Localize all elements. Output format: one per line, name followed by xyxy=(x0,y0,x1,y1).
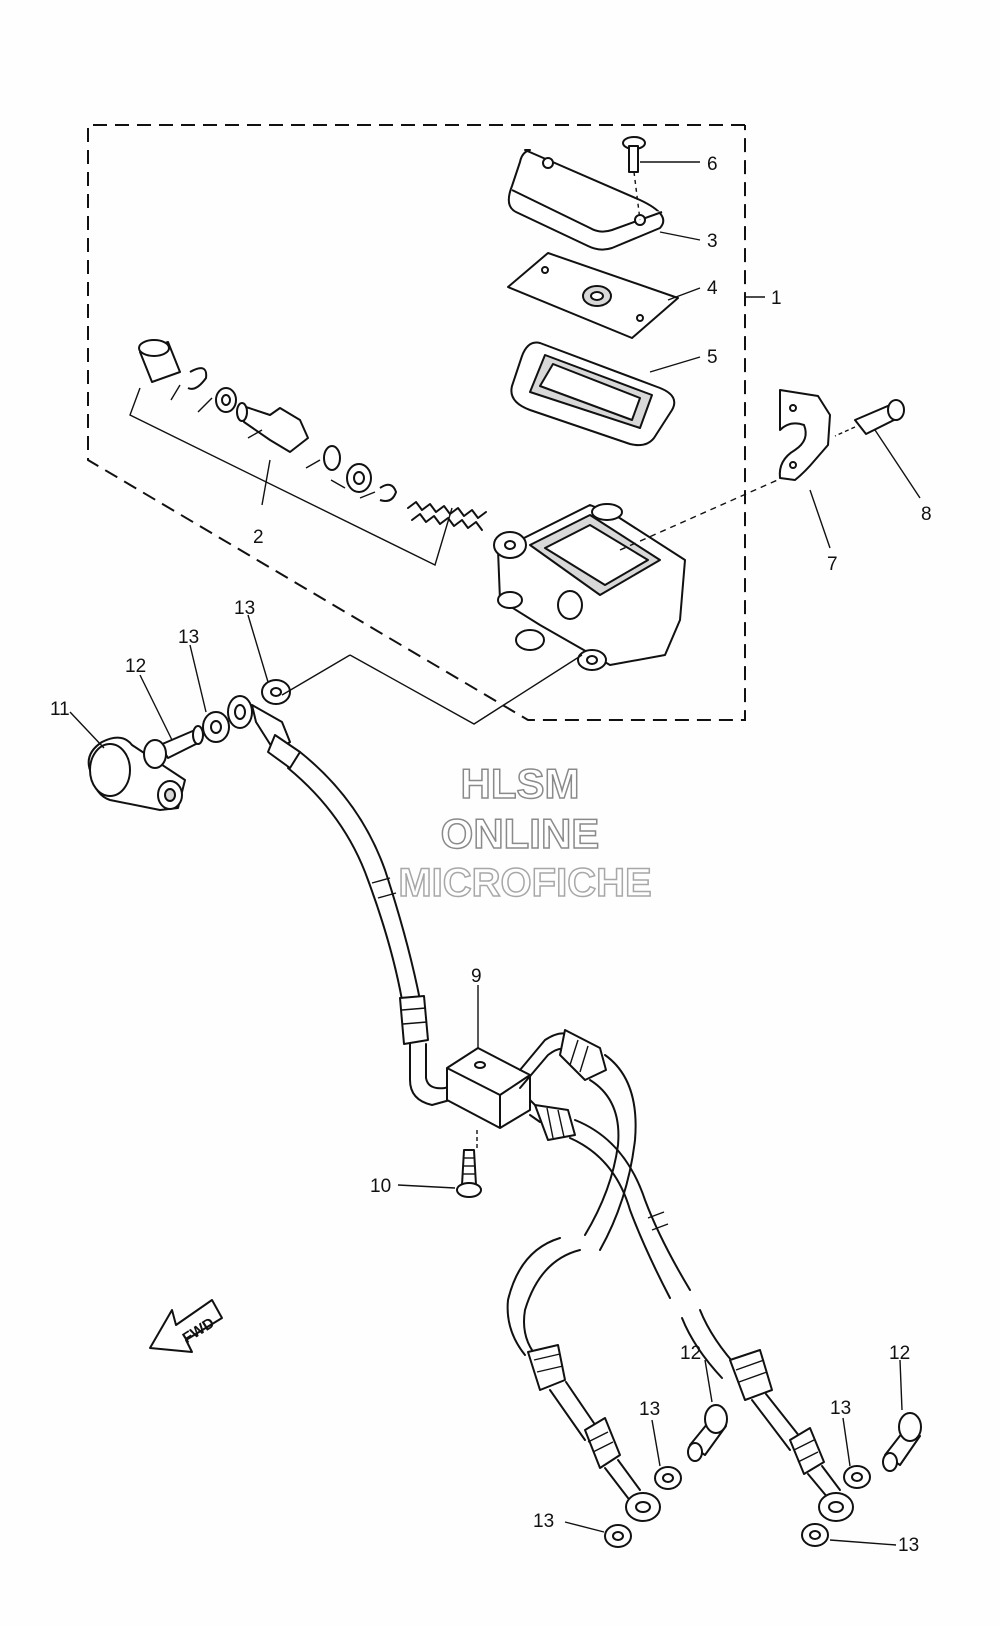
callout-13-e: 13 xyxy=(533,1511,554,1532)
callout-10: 10 xyxy=(370,1176,391,1197)
diaphragm-plate xyxy=(507,252,679,339)
callout-5: 5 xyxy=(707,347,718,368)
callout-13-c: 13 xyxy=(639,1399,660,1420)
callout-8: 8 xyxy=(921,504,932,525)
callout-3: 3 xyxy=(707,231,718,252)
callout-12-lower-left: 12 xyxy=(680,1343,701,1364)
holder-bolt xyxy=(834,399,905,437)
handlebar-holder xyxy=(778,389,831,481)
callout-7: 7 xyxy=(827,554,838,575)
banjo-bolt-lower-right xyxy=(882,1412,922,1472)
callout-2: 2 xyxy=(253,527,264,548)
master-cylinder-body xyxy=(493,503,686,671)
callout-1: 1 xyxy=(771,288,782,309)
watermark-line-1: HLSM xyxy=(461,760,580,807)
copper-washers-upper xyxy=(202,679,291,743)
callout-13-b: 13 xyxy=(234,598,255,619)
callout-9: 9 xyxy=(471,966,482,987)
cap-screw xyxy=(622,136,646,221)
leader-lines xyxy=(69,161,921,1546)
reservoir-cap xyxy=(507,149,665,251)
upper-brake-hose xyxy=(227,695,453,1106)
leader-to-port xyxy=(349,654,583,725)
callout-12-lower-right: 12 xyxy=(889,1343,910,1364)
copper-washers-lower xyxy=(604,1465,871,1548)
callout-6: 6 xyxy=(707,154,718,175)
watermark-line-2: ONLINE xyxy=(441,810,600,857)
banjo-bolt-lower-left xyxy=(687,1404,728,1462)
forward-direction-arrow: FWD xyxy=(149,1299,223,1353)
three-way-joint xyxy=(446,1047,531,1150)
callout-12-upper: 12 xyxy=(125,656,146,677)
circlip xyxy=(187,367,208,390)
banjo-cover xyxy=(87,736,186,811)
banjo-bolt-upper xyxy=(143,725,204,769)
leader-to-master xyxy=(281,654,351,696)
callout-13-a: 13 xyxy=(178,627,199,648)
leader-2-bracket xyxy=(129,387,453,566)
callout-labels: 1 2 3 4 5 6 7 8 9 10 11 12 12 12 13 13 1… xyxy=(50,154,932,1556)
left-caliper-hose xyxy=(506,1029,661,1522)
dash-link-holder xyxy=(619,477,783,551)
callout-13-f: 13 xyxy=(898,1535,919,1556)
callout-4: 4 xyxy=(707,278,718,299)
piston-kit xyxy=(138,339,487,531)
callout-11: 11 xyxy=(50,699,70,720)
watermark: HLSM ONLINE MICROFICHE xyxy=(398,759,653,906)
joint-bolt xyxy=(456,1149,482,1198)
right-caliper-hose xyxy=(529,1099,854,1522)
watermark-line-3: MICROFICHE xyxy=(398,861,651,905)
callout-13-d: 13 xyxy=(830,1398,851,1419)
diaphragm xyxy=(510,341,676,447)
